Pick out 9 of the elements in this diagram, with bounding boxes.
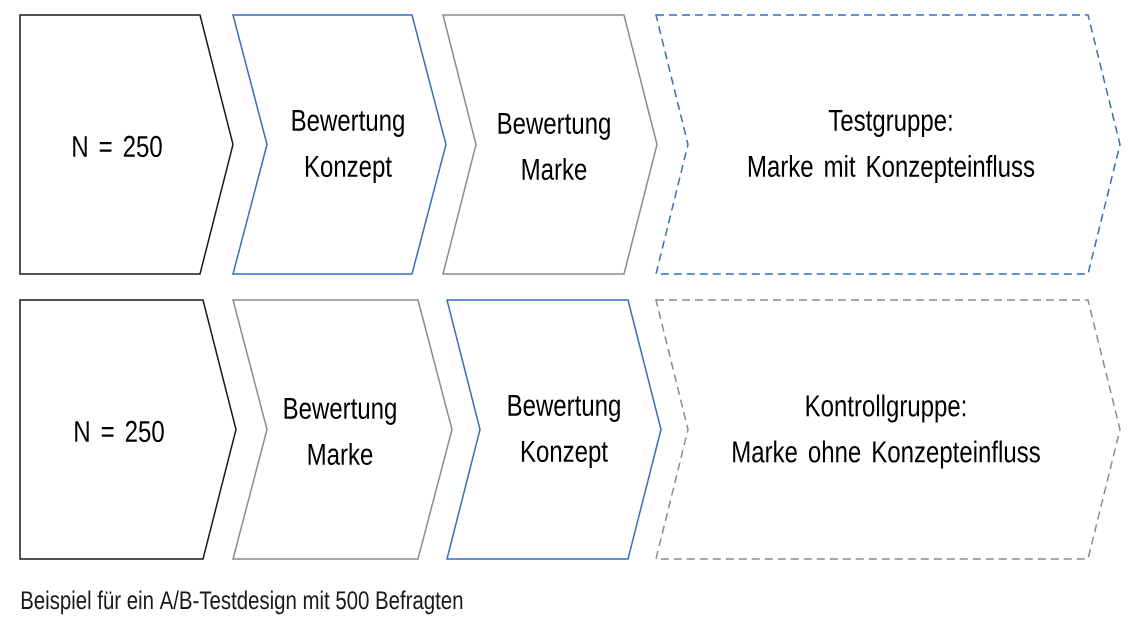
chevron-box: Testgruppe: Marke mit Konzepteinfluss: [655, 14, 1121, 275]
chevron-box: Bewertung Marke: [232, 299, 453, 560]
pentagon-box: N = 250: [19, 299, 237, 560]
chevron-box: Bewertung Konzept: [446, 299, 662, 560]
chevron-box: Kontrollgruppe: Marke ohne Konzepteinfluss: [655, 299, 1121, 560]
chevron-box: Bewertung Marke: [442, 14, 658, 275]
caption: Beispiel für ein A/B-Testdesign mit 500 Befragten: [21, 590, 463, 615]
pentagon-box: N = 250: [19, 14, 234, 275]
chevron-box: Bewertung Konzept: [232, 14, 447, 275]
